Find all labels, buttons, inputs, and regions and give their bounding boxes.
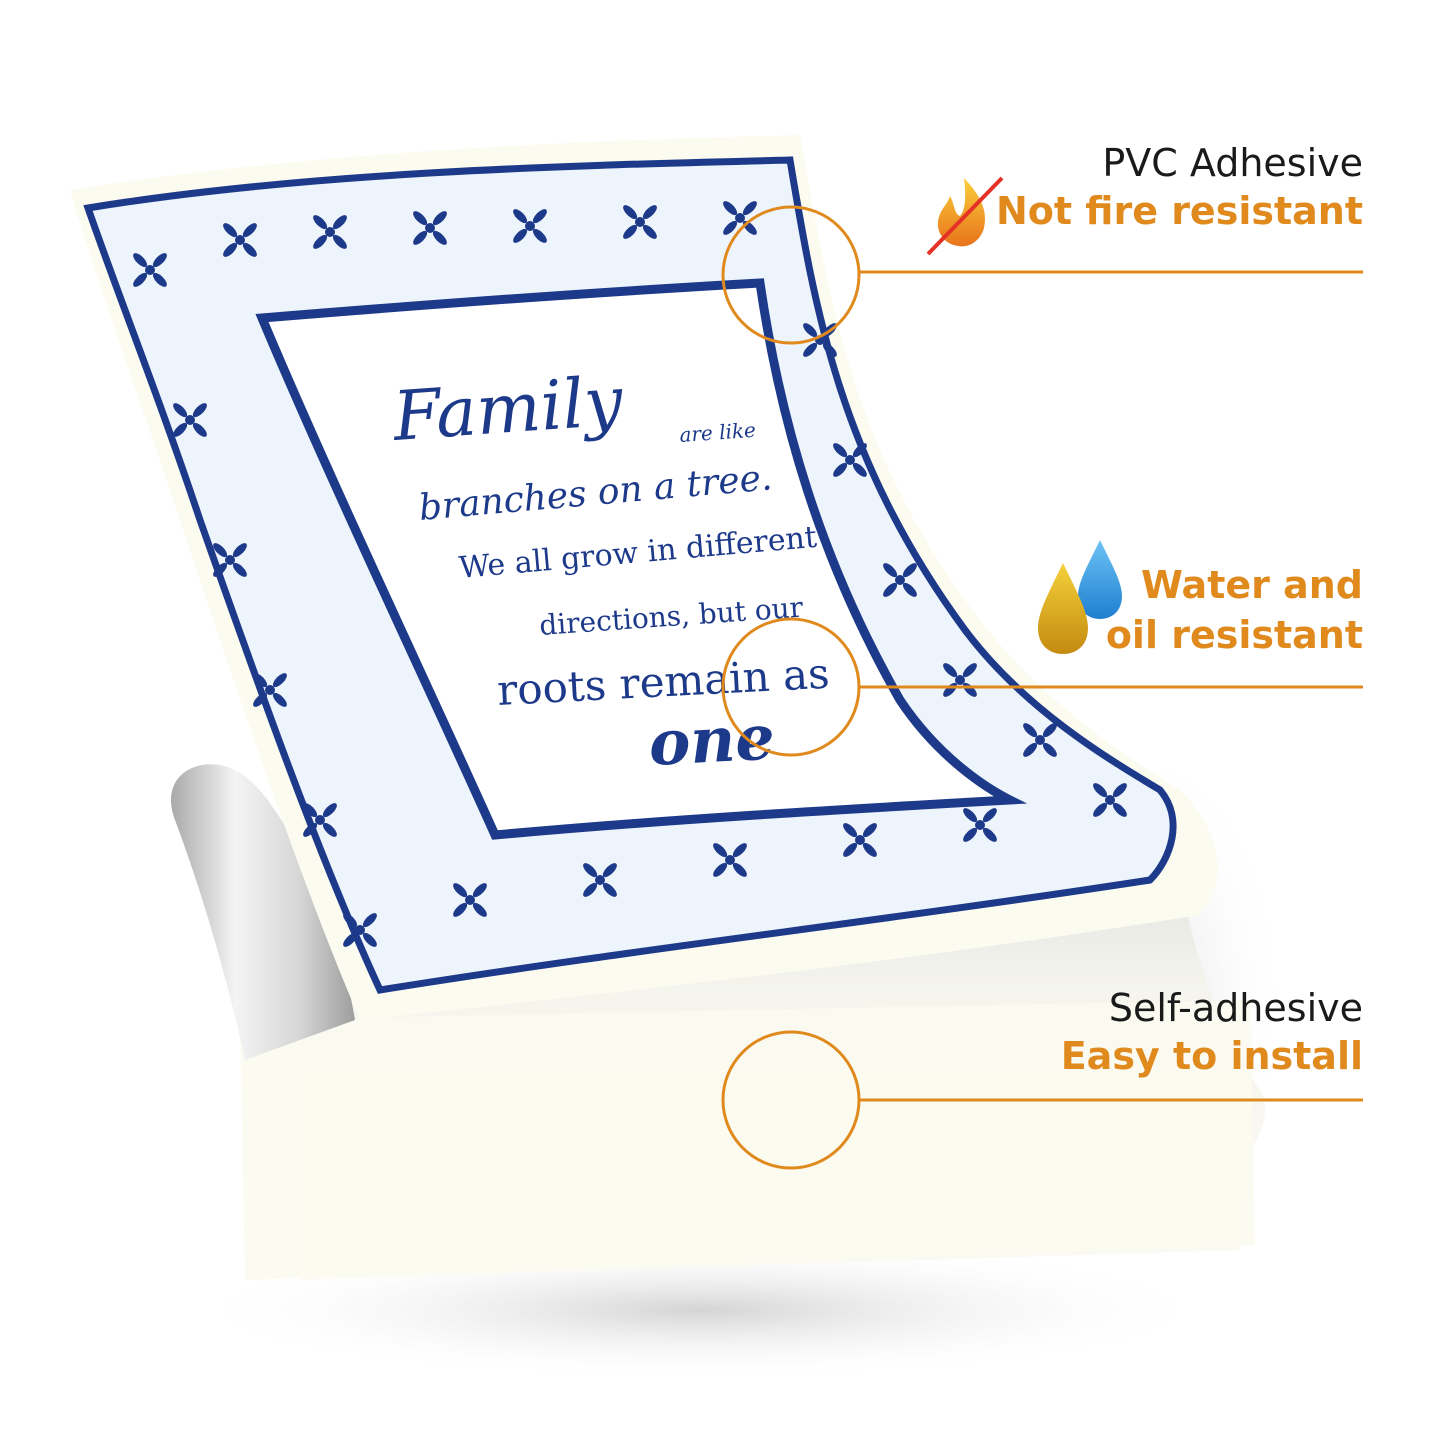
adhesive-secondary-text: Easy to install — [1060, 1034, 1363, 1078]
callout-fire-marker — [721, 205, 1363, 345]
leaf-motif — [843, 823, 877, 857]
leaf-motif — [133, 253, 167, 287]
fire-primary-text: PVC Adhesive — [1102, 141, 1363, 185]
leaf-motif — [1023, 723, 1057, 757]
leaf-motif — [413, 211, 447, 245]
leaf-motif — [883, 563, 917, 597]
quote-family: Family — [389, 362, 627, 457]
leaf-motif — [623, 205, 657, 239]
leaf-motif — [213, 543, 247, 577]
leaf-motif — [1093, 783, 1127, 817]
leaf-motif — [313, 215, 347, 249]
quote-are-like: are like — [679, 418, 757, 447]
water-line-1: Water and — [1140, 563, 1363, 607]
callout-water-label: Water and oil resistant — [1106, 560, 1363, 660]
callout-adhesive-marker — [721, 1030, 1363, 1170]
leaf-motif — [583, 863, 617, 897]
leaf-motif — [303, 803, 337, 837]
callout-fire-label: PVC Adhesive Not fire resistant — [996, 140, 1363, 236]
leaf-motif — [713, 843, 747, 877]
backing-paper-lower — [240, 1000, 1255, 1280]
callout-water-marker — [721, 617, 1363, 757]
tile-inner-panel — [255, 278, 1028, 840]
leaf-motif — [963, 808, 997, 842]
water-line-2: oil resistant — [1105, 613, 1363, 657]
water-oil-drops-icon — [1038, 540, 1122, 654]
peeled-curl — [171, 764, 355, 1060]
callout-adhesive-label: Self-adhesive Easy to install — [1061, 985, 1363, 1081]
fire-secondary-text: Not fire resistant — [995, 189, 1363, 233]
quote-line-6: one — [647, 700, 777, 779]
border-motifs — [133, 201, 1127, 947]
leaf-motif — [833, 443, 867, 477]
leaf-motif — [253, 673, 287, 707]
leaf-motif — [513, 209, 547, 243]
no-fire-icon — [926, 176, 1004, 256]
leaf-motif — [173, 403, 207, 437]
leaf-motif — [453, 883, 487, 917]
leaf-motif — [343, 913, 377, 947]
adhesive-primary-text: Self-adhesive — [1108, 986, 1363, 1030]
leaf-motif — [223, 223, 257, 257]
